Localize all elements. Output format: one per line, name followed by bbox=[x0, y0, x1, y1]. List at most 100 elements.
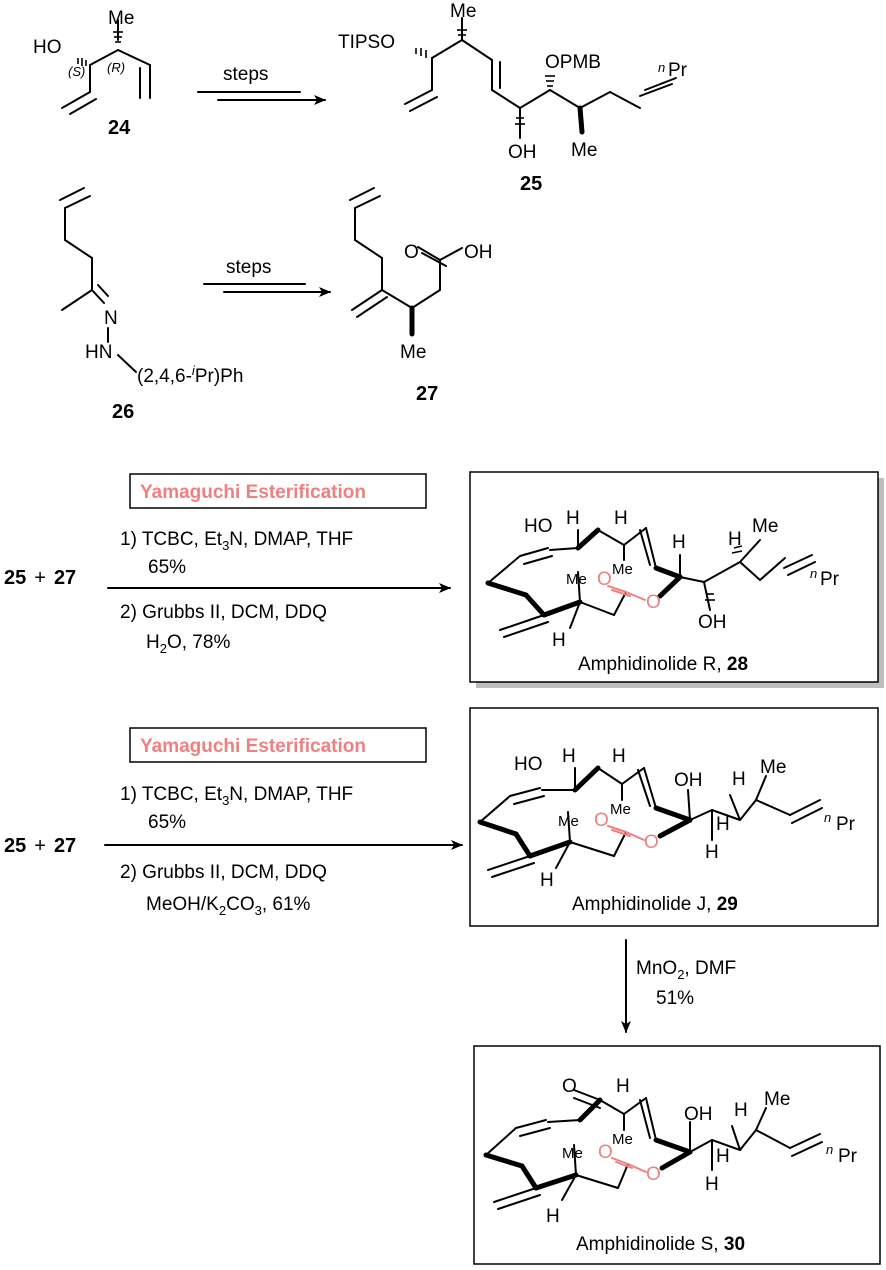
p28-h5: H bbox=[552, 630, 566, 651]
r1-yield1: 65% bbox=[148, 557, 186, 578]
reaction-3: MnO2, DMF 51% bbox=[621, 939, 736, 1033]
steps-arrow-1: steps bbox=[197, 64, 326, 105]
c25-number: 25 bbox=[520, 173, 542, 195]
r2-yamaguchi-box bbox=[129, 727, 427, 763]
c27-me-label: Me bbox=[400, 342, 426, 363]
p29-o1: O bbox=[594, 810, 609, 831]
c24-s-label: (S) bbox=[68, 64, 85, 79]
p29-caption: Amphidinolide J, 29 bbox=[572, 894, 738, 915]
c25-oh-label: OH bbox=[508, 142, 537, 163]
c24-number: 24 bbox=[108, 117, 131, 139]
p30-h1: H bbox=[616, 1076, 630, 1097]
p28-oh: OH bbox=[698, 612, 727, 633]
p28-o1: O bbox=[597, 569, 612, 590]
steps-arrow-2: steps bbox=[203, 257, 331, 297]
r2-step1: 1) TCBC, Et3N, DMAP, THF bbox=[120, 784, 353, 808]
p30-n: n bbox=[826, 1142, 833, 1157]
p28-h4: H bbox=[728, 529, 742, 550]
p30-h-bottom: H bbox=[546, 1206, 560, 1227]
r1-step2: 2) Grubbs II, DCM, DDQ bbox=[120, 602, 327, 623]
p29-h4: H bbox=[716, 814, 730, 835]
r1-reactants: 25+27 bbox=[4, 567, 76, 589]
product-30: O H OH H Me Me Me O O H H H n Pr Amphidi… bbox=[473, 1045, 881, 1265]
p30-o2: O bbox=[646, 1164, 661, 1185]
p29-h3: H bbox=[732, 769, 746, 790]
p29-h2: H bbox=[612, 746, 626, 767]
p28-h2: H bbox=[614, 508, 628, 529]
p28-o2: O bbox=[646, 592, 661, 613]
p30-oh: OH bbox=[684, 1104, 713, 1125]
steps-label-2: steps bbox=[226, 257, 271, 278]
r2-yield1: 65% bbox=[148, 812, 186, 833]
p29-n: n bbox=[824, 810, 831, 825]
p30-me1: Me bbox=[764, 1089, 790, 1110]
p29-h1: H bbox=[562, 746, 576, 767]
r1-yamaguchi-label: Yamaguchi Esterification bbox=[140, 482, 366, 503]
r1-step1: 1) TCBC, Et3N, DMAP, THF bbox=[120, 529, 353, 553]
p30-h2: H bbox=[734, 1100, 748, 1121]
p30-me2: Me bbox=[612, 1131, 633, 1148]
p28-caption: Amphidinolide R, 28 bbox=[578, 654, 748, 675]
c24-ho-label: HO bbox=[33, 37, 62, 58]
r2-step2b: MeOH/K2CO3, 61% bbox=[146, 894, 311, 918]
c27-oh-label: OH bbox=[464, 242, 493, 263]
p28-n: n bbox=[810, 566, 817, 581]
p28-me2: Me bbox=[752, 516, 778, 537]
p30-ok: O bbox=[562, 1076, 577, 1097]
p28-pr: Pr bbox=[820, 569, 840, 590]
p30-me3: Me bbox=[562, 1145, 583, 1162]
c25-opmb-label: OPMB bbox=[545, 52, 601, 73]
r1-step2b: H2O, 78% bbox=[146, 632, 230, 656]
p30-h4: H bbox=[705, 1174, 719, 1195]
p28-h1: H bbox=[566, 508, 580, 529]
compound-25: Me TIPSO OPMB n Pr OH Me 25 bbox=[338, 1, 688, 195]
p29-oh: OH bbox=[674, 770, 703, 791]
c25-npr-label: Pr bbox=[668, 60, 688, 81]
r3-yield: 51% bbox=[656, 988, 694, 1009]
p29-h5: H bbox=[705, 842, 719, 863]
compound-24: Me HO (S) (R) 24 bbox=[33, 8, 151, 139]
c24-me-label: Me bbox=[108, 8, 134, 29]
p29-ho: HO bbox=[514, 754, 543, 775]
c25-me-top-label: Me bbox=[450, 1, 476, 22]
p29-h-bottom: H bbox=[540, 870, 554, 891]
product-28: H HO H Me H H Me Me O O OH H n Pr Amphid… bbox=[469, 471, 884, 688]
p30-h3: H bbox=[716, 1146, 730, 1167]
p30-o1: O bbox=[598, 1142, 613, 1163]
r2-reactants: 25+27 bbox=[4, 835, 76, 857]
c27-number: 27 bbox=[416, 383, 438, 405]
c26-n-label: N bbox=[104, 308, 118, 329]
steps-label-1: steps bbox=[223, 64, 268, 85]
r2-yamaguchi-label: Yamaguchi Esterification bbox=[140, 736, 366, 757]
c26-substituent: (2,4,6-iPr)Ph bbox=[137, 363, 243, 387]
c27-o-label: O bbox=[404, 242, 419, 263]
c25-npr-n: n bbox=[658, 60, 665, 75]
p28-ho: HO bbox=[524, 516, 553, 537]
compound-27: O OH Me 27 bbox=[349, 187, 493, 405]
p30-box bbox=[473, 1045, 881, 1265]
p28-me1: Me bbox=[612, 561, 633, 578]
p28-me3: Me bbox=[566, 571, 587, 588]
p29-me2: Me bbox=[610, 801, 631, 818]
p29-o2: O bbox=[644, 832, 659, 853]
p30-pr: Pr bbox=[838, 1146, 858, 1167]
reaction-2: 25+27 Yamaguchi Esterification 1) TCBC, … bbox=[4, 727, 463, 918]
p28-h3: H bbox=[672, 532, 686, 553]
p30-caption: Amphidinolide S, 30 bbox=[576, 1234, 745, 1255]
compound-26: N HN (2,4,6-iPr)Ph 26 bbox=[59, 187, 243, 423]
c26-hn-label: HN bbox=[85, 342, 112, 363]
r2-step2: 2) Grubbs II, DCM, DDQ bbox=[120, 862, 327, 883]
p29-me1: Me bbox=[760, 757, 786, 778]
c25-me-bot-label: Me bbox=[571, 140, 597, 161]
r1-yamaguchi-box bbox=[129, 473, 427, 509]
product-29: H HO H OH H Me Me Me O O H H n Pr H Amph… bbox=[469, 707, 879, 927]
reaction-1: 25+27 Yamaguchi Esterification 1) TCBC, … bbox=[4, 473, 451, 656]
c24-r-label: (R) bbox=[107, 60, 125, 75]
r3-reagent: MnO2, DMF bbox=[636, 958, 736, 982]
p29-me3: Me bbox=[558, 813, 579, 830]
c26-number: 26 bbox=[112, 401, 134, 423]
c25-tipso-label: TIPSO bbox=[338, 32, 395, 53]
p29-pr: Pr bbox=[836, 814, 856, 835]
